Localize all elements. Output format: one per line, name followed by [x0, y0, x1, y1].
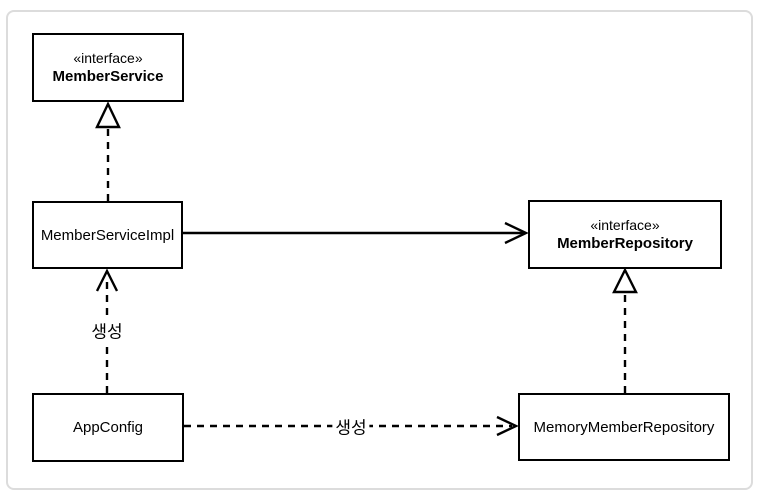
- class-box-member-repository: «interface» MemberRepository: [528, 200, 722, 269]
- class-box-app-config: AppConfig: [32, 393, 184, 462]
- class-box-member-service: «interface» MemberService: [32, 33, 184, 102]
- class-name-member-repository: MemberRepository: [557, 235, 693, 252]
- edge-label-create-vertical: 생성: [88, 317, 126, 343]
- stereotype-label: «interface»: [590, 217, 660, 233]
- class-name-app-config: AppConfig: [72, 419, 144, 436]
- stereotype-label: «interface»: [73, 50, 143, 66]
- class-box-member-service-impl: MemberServiceImpl: [32, 201, 183, 269]
- class-name-memory-member-repository: MemoryMemberRepository: [533, 418, 715, 436]
- class-box-memory-member-repository: MemoryMemberRepository: [518, 393, 730, 461]
- edge-label-create-horizontal: 생성: [332, 413, 370, 439]
- class-name-member-service-impl: MemberServiceImpl: [40, 226, 175, 244]
- class-name-member-service: MemberService: [52, 68, 164, 85]
